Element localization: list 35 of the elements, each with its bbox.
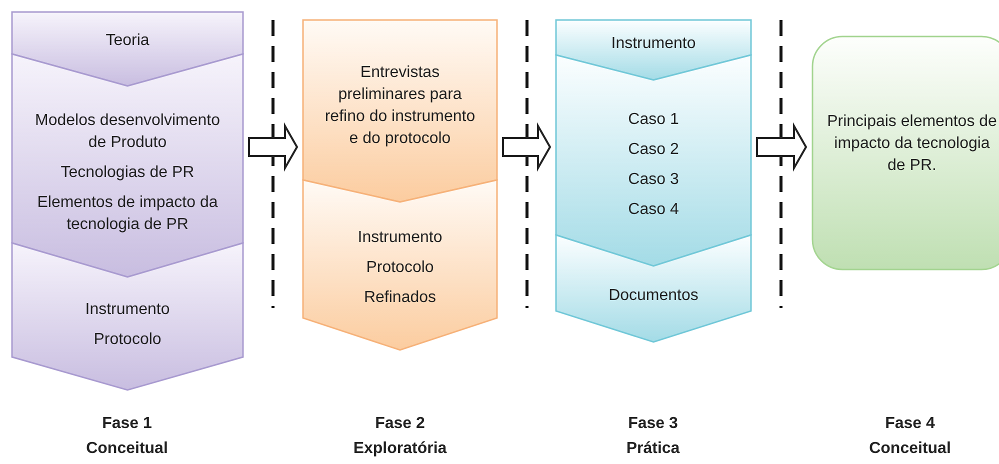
chevron-segment [556, 20, 751, 80]
segment-text: Instrumento [358, 228, 442, 248]
segment-text: Teoria [106, 31, 150, 52]
phase-label: Conceitual [86, 440, 168, 458]
segment-text: Caso 1 [628, 110, 679, 130]
chevron-segment [303, 20, 497, 202]
phase-label: Conceitual [869, 440, 951, 458]
segment-text: Protocolo [366, 258, 434, 278]
segment-text: Modelos desenvolvimento de Produto [34, 111, 221, 154]
segment-text: Documentos [608, 286, 698, 306]
block-arrow [502, 122, 552, 172]
chevron-segment [303, 180, 497, 350]
block-arrow [248, 122, 298, 172]
segment-text: Caso 3 [628, 170, 679, 190]
phase-label: Fase 3 [628, 415, 678, 433]
chevron-segment [556, 235, 751, 342]
block-arrow [756, 122, 808, 172]
phase-label: Exploratória [353, 440, 447, 458]
segment-text: Refinados [364, 288, 436, 308]
chevron-segment [12, 243, 243, 390]
rounded-box [812, 36, 999, 270]
segment-text: Tecnologias de PR [60, 163, 194, 184]
segment-text: Instrumento [611, 34, 696, 54]
segment-text: Protocolo [94, 330, 162, 350]
phase-label: Fase 2 [375, 415, 425, 433]
segment-text: Instrumento [85, 300, 170, 320]
segment-text: Principais elementos de impacto da tecnologia de PR. [827, 112, 997, 176]
segment-text: Entrevistas preliminares para refino do instrumento e do protocolo [324, 62, 476, 149]
segment-text: Caso 2 [628, 140, 679, 160]
segment-text: Caso 4 [628, 200, 679, 220]
phase-label: Fase 1 [102, 415, 152, 433]
chevron-segment [12, 12, 243, 86]
phase-label: Fase 4 [885, 415, 935, 433]
segment-text: Elementos de impacto da tecnologia de PR [36, 193, 219, 236]
phase-label: Prática [626, 440, 680, 458]
